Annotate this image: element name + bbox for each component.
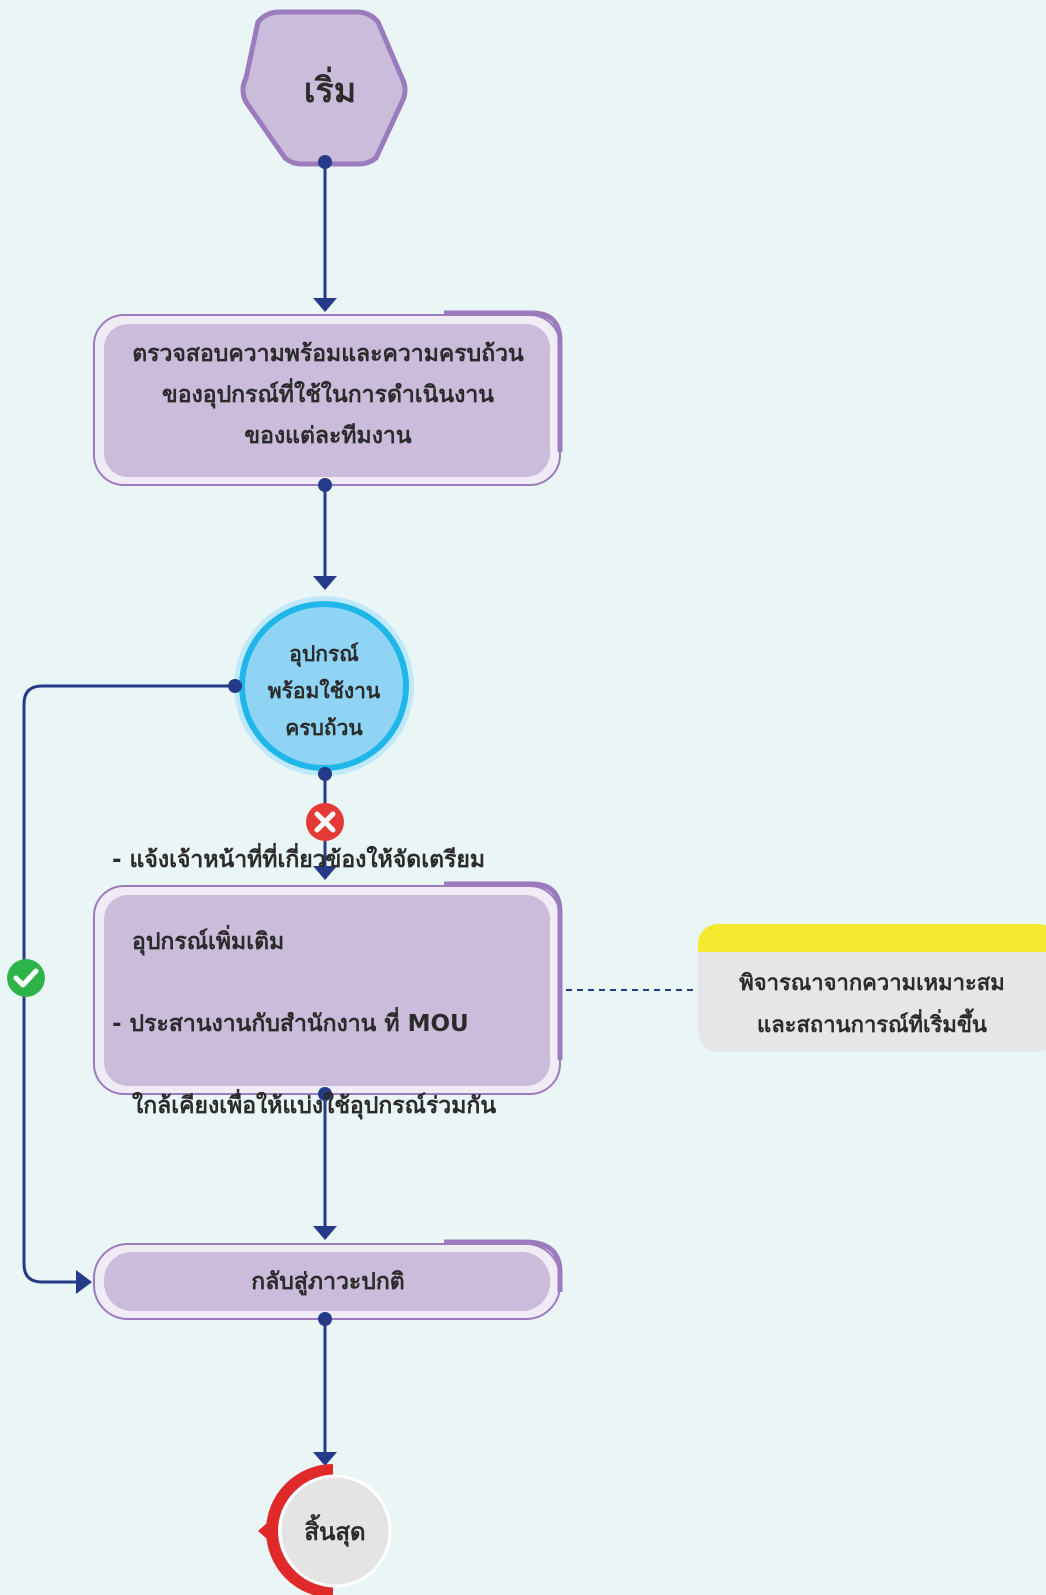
action-process-box <box>93 881 563 1095</box>
start-label: เริ่ม <box>303 71 357 111</box>
action-line-1: - แจ้งเจ้าหน้าที่ที่เกี่ยวข้องให้จัดเตรี… <box>112 846 485 873</box>
decision-label: อุปกรณ์ พร้อมใช้งาน ครบถ้วน <box>267 641 381 740</box>
normal-step-label: กลับสู่ภาวะปกติ <box>251 1269 405 1295</box>
end-label: สิ้นสุด <box>304 1517 366 1546</box>
note-label: พิจารณาจากความเหมาะสม และสถานการณ์ที่เริ… <box>739 971 1005 1038</box>
check-process-box <box>93 310 563 486</box>
note-card <box>698 924 1046 1052</box>
action-line-3: - ประสานงานกับสำนักงาน ที่ MOU <box>112 1010 469 1037</box>
connector-start-to-check <box>313 155 337 312</box>
x-circle-icon <box>306 803 344 841</box>
check-circle-icon <box>7 959 45 997</box>
connector-check-to-decision <box>313 478 337 590</box>
connector-normal-to-end <box>313 1312 337 1466</box>
decision-node <box>234 596 414 776</box>
end-node <box>258 1464 392 1595</box>
action-step-label: - แจ้งเจ้าหน้าที่ที่เกี่ยวข้องให้จัดเตรี… <box>112 847 552 1119</box>
connector-action-to-normal <box>313 1087 337 1240</box>
start-node <box>240 9 408 167</box>
action-line-4: ใกล้เคียงเพื่อให้แบ่งใช้อุปกรณ์ร่วมกัน <box>132 1092 497 1119</box>
check-step-label: ตรวจสอบความพร้อมและความครบถ้วน ของอุปกรณ… <box>132 340 524 449</box>
action-line-2: อุปกรณ์เพิ่มเติม <box>132 928 285 955</box>
